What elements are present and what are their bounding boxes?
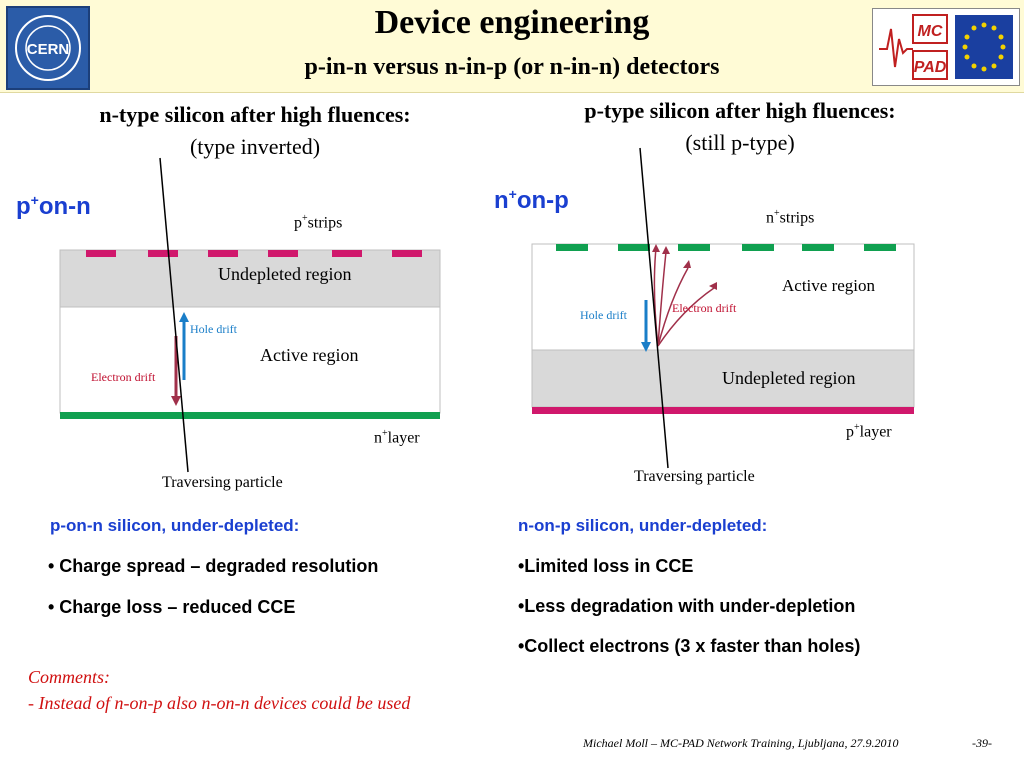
right-electron-drift-label: Electron drift bbox=[672, 301, 737, 315]
right-summary-heading: n-on-p silicon, under-depleted: bbox=[518, 516, 768, 535]
left-strips-label: p+strips bbox=[294, 213, 343, 232]
right-active-label: Active region bbox=[782, 276, 875, 295]
right-hole-drift-label: Hole drift bbox=[580, 308, 627, 322]
right-n-strips bbox=[556, 244, 896, 251]
right-heading: p-type silicon after high fluences: bbox=[584, 98, 896, 123]
right-undepleted-region bbox=[531, 349, 915, 408]
right-p-layer bbox=[532, 407, 914, 414]
left-device-type: p+on-n bbox=[16, 192, 91, 220]
comments-label: Comments: bbox=[28, 667, 110, 687]
left-layer-label: n+layer bbox=[374, 428, 420, 447]
left-subheading: (type inverted) bbox=[189, 134, 321, 159]
right-layer-label: p+layer bbox=[846, 422, 892, 441]
right-bullet-1: •Limited loss in CCE bbox=[518, 556, 694, 576]
page-subtitle: p-in-n versus n-in-p (or n-in-n) detecto… bbox=[304, 54, 720, 80]
right-particle-label: Traversing particle bbox=[634, 468, 755, 485]
page-number: -39- bbox=[972, 736, 992, 750]
mcpad-logo-text-top: MC bbox=[918, 23, 943, 40]
right-bullet-2: •Less degradation with under-depletion bbox=[518, 596, 856, 616]
left-summary-heading: p-on-n silicon, under-depleted: bbox=[50, 516, 300, 535]
comments-text: - Instead of n-on-p also n-on-n devices … bbox=[28, 693, 411, 713]
mcpad-logo: MC PAD bbox=[872, 8, 1020, 86]
left-active-label: Active region bbox=[260, 345, 359, 365]
left-active-region bbox=[59, 306, 441, 414]
mcpad-logo-icon: MC PAD bbox=[879, 14, 1013, 80]
left-undepleted-label: Undepleted region bbox=[218, 264, 352, 284]
right-active-region bbox=[531, 243, 915, 351]
cern-logo: CERN bbox=[6, 6, 90, 90]
left-heading: n-type silicon after high fluences: bbox=[99, 102, 411, 127]
right-strips-label: n+strips bbox=[766, 208, 815, 227]
left-particle-label: Traversing particle bbox=[162, 474, 283, 491]
left-device-diagram bbox=[59, 157, 441, 473]
cern-logo-icon: CERN bbox=[15, 15, 81, 81]
footer-credit: Michael Moll – MC-PAD Network Training, … bbox=[583, 736, 899, 750]
right-device-type: n+on-p bbox=[494, 186, 569, 214]
right-particle-track bbox=[639, 147, 669, 469]
left-undepleted-region bbox=[59, 249, 441, 308]
right-device-diagram bbox=[531, 147, 915, 469]
mcpad-logo-text-bottom: PAD bbox=[914, 59, 947, 76]
right-subheading: (still p-type) bbox=[685, 130, 795, 155]
right-bullet-3: •Collect electrons (3 x faster than hole… bbox=[518, 636, 861, 656]
left-particle-track bbox=[159, 157, 189, 473]
left-electron-drift-label: Electron drift bbox=[91, 370, 156, 384]
right-undepleted-label: Undepleted region bbox=[722, 368, 856, 388]
page-title: Device engineering bbox=[374, 4, 650, 41]
left-hole-drift-label: Hole drift bbox=[190, 322, 237, 336]
eu-stars-icon bbox=[962, 22, 1006, 72]
left-p-strips bbox=[86, 250, 422, 257]
left-n-layer bbox=[60, 412, 440, 419]
cern-logo-text: CERN bbox=[27, 41, 70, 58]
slide-header bbox=[0, 0, 1024, 93]
left-bullet-1: • Charge spread – degraded resolution bbox=[48, 556, 379, 576]
left-bullet-2: • Charge loss – reduced CCE bbox=[48, 597, 296, 617]
